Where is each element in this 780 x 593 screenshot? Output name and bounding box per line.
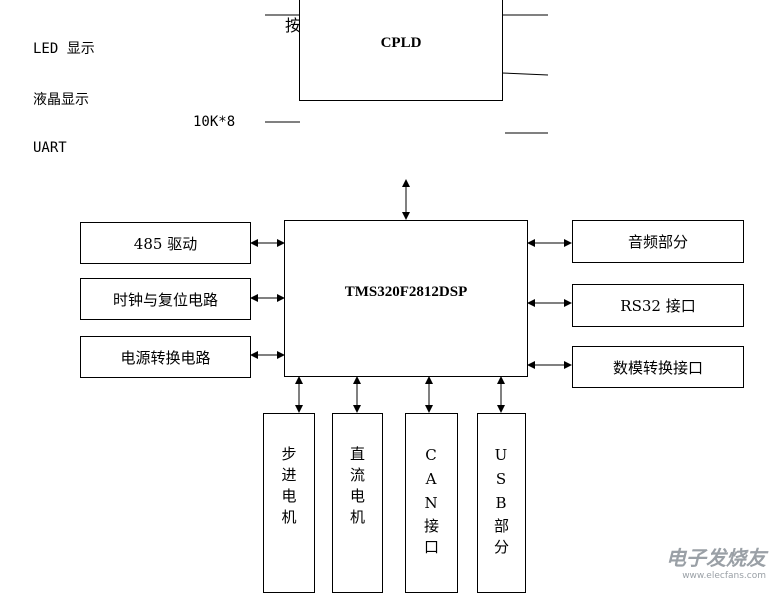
box-power-conversion: 电源转换电路 xyxy=(80,336,251,378)
box-stepper-motor: 步进电机 xyxy=(263,413,315,593)
box-485-driver: 485 驱动 xyxy=(80,222,251,264)
box-rs32-label: RS32 接口 xyxy=(620,297,696,315)
dsp-block: TMS320F2812DSP xyxy=(284,220,528,377)
box-dc-motor: 直流电机 xyxy=(332,413,383,593)
cpld-line-right-2 xyxy=(501,72,549,76)
label-uart: UART xyxy=(33,140,67,156)
label-mem: 10K*8 xyxy=(193,114,236,130)
dsp-label: TMS320F2812DSP xyxy=(344,284,468,300)
box-audio-label: 音频部分 xyxy=(627,233,688,251)
watermark-title: 电子发烧友 xyxy=(666,546,766,570)
box-485-driver-label: 485 驱动 xyxy=(133,234,198,253)
label-lcd: 液晶显示 xyxy=(33,92,89,108)
box-clock-reset: 时钟与复位电路 xyxy=(80,278,251,320)
cpld-label: CPLD xyxy=(380,35,422,51)
box-rs32: RS32 接口 xyxy=(572,284,744,327)
box-stepper-motor-label: 步进电机 xyxy=(279,446,298,530)
cpld-block: CPLD xyxy=(299,0,503,101)
box-dac: 数模转换接口 xyxy=(572,346,744,388)
box-dc-motor-label: 直流电机 xyxy=(348,446,366,530)
watermark-url: www.elecfans.com xyxy=(682,571,766,581)
box-can-label: CAN接口 xyxy=(422,446,440,560)
label-led: LED 显示 xyxy=(33,41,95,57)
watermark: 电子发烧友 www.elecfans.com xyxy=(666,542,766,581)
box-audio: 音频部分 xyxy=(572,220,744,263)
box-usb-label: USB部分 xyxy=(492,446,510,560)
box-usb: USB部分 xyxy=(477,413,526,593)
box-power-conversion-label: 电源转换电路 xyxy=(120,348,211,367)
box-dac-label: 数模转换接口 xyxy=(612,358,703,377)
box-clock-reset-label: 时钟与复位电路 xyxy=(112,290,218,309)
box-can: CAN接口 xyxy=(405,413,458,593)
